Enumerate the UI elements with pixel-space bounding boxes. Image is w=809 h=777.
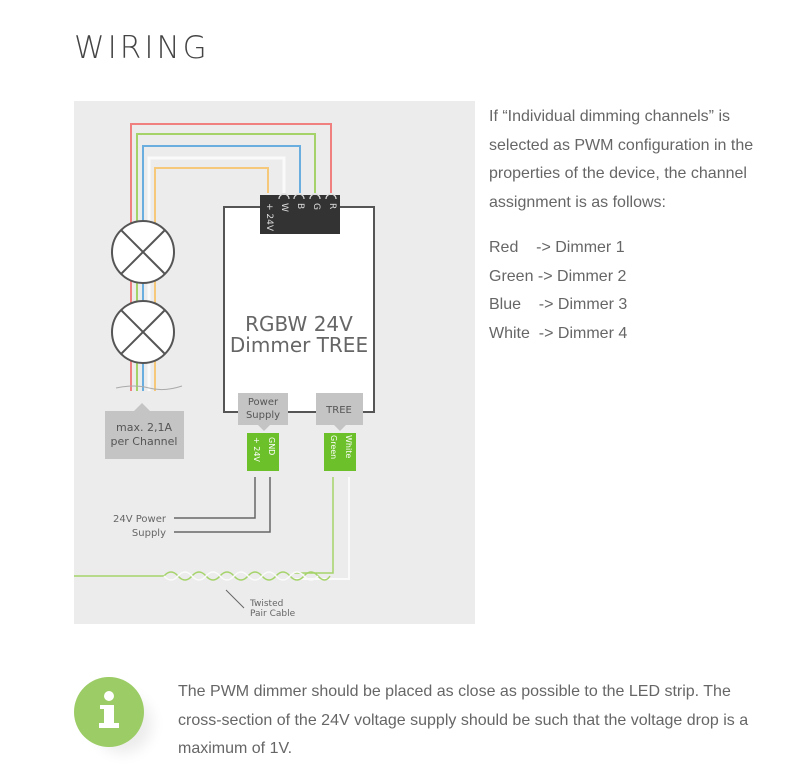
tree-terminal: [324, 433, 356, 471]
lamp-icon: [111, 220, 175, 284]
wiring-diagram: max. 2,1A per Channel RGBW 24V Dimmer TR…: [74, 101, 475, 624]
list-item: White -> Dimmer 4: [489, 325, 628, 343]
list-item: Green -> Dimmer 2: [489, 267, 627, 285]
diagram-label: per Channel: [111, 435, 178, 448]
diagram-label: + 24V: [252, 437, 261, 462]
device-name: RGBW 24V: [245, 312, 353, 336]
diagram-label: White: [344, 435, 353, 458]
page-title: WIRING: [74, 30, 210, 66]
diagram-label: Supply: [132, 528, 166, 539]
diagram-label: Green: [329, 435, 338, 459]
lamp-icon: [111, 300, 175, 364]
diagram-label: Supply: [246, 410, 280, 421]
list-item: Red -> Dimmer 1: [489, 239, 625, 256]
diagram-label: Dimmer TREE: [230, 333, 368, 357]
diagram-label: GND: [267, 437, 276, 455]
diagram-label: R: [327, 203, 337, 209]
diagram-label: Pair Cable: [250, 609, 296, 619]
cable-caption: Twisted: [249, 599, 283, 609]
diagram-label: G: [311, 203, 321, 210]
max-current-label: max. 2,1A: [116, 421, 172, 434]
psu-caption: 24V Power: [113, 514, 167, 525]
power-terminal: [247, 433, 279, 471]
top-connector: [260, 195, 340, 234]
list-item: Blue -> Dimmer 3: [489, 296, 628, 314]
dimmer-device: [223, 206, 375, 413]
note-text: The PWM dimmer should be placed as close…: [178, 683, 749, 758]
diagram-label: W: [279, 203, 289, 212]
diagram-label: + 24V: [264, 203, 274, 232]
intro-text: If “Individual dimming channels” is sele…: [489, 108, 754, 211]
diagram-label: B: [295, 203, 305, 209]
tree-label: TREE: [325, 405, 352, 416]
power-supply-label: Power: [248, 397, 279, 408]
info-icon: [74, 677, 144, 747]
channel-mapping-list: Red -> Dimmer 1 Green -> Dimmer 2 Blue -…: [489, 234, 627, 349]
